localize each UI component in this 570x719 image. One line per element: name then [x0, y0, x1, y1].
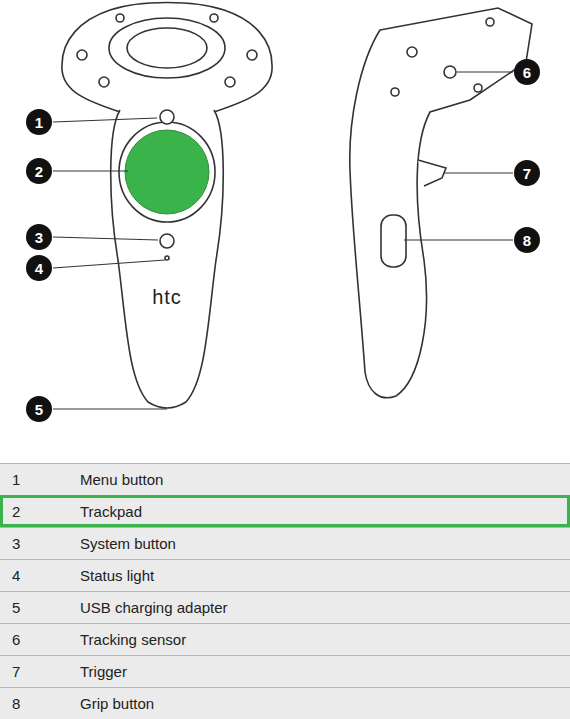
callout-number: 7: [514, 160, 540, 186]
table-row: 3 System button: [0, 527, 570, 559]
leader-line: [53, 260, 165, 268]
table-cell: Grip button: [80, 688, 154, 719]
leader-line: [53, 408, 167, 409]
ring-inner: [109, 18, 225, 78]
table-row: 6 Tracking sensor: [0, 623, 570, 655]
table-row: 2 Trackpad: [0, 495, 570, 527]
callout-number: 5: [26, 396, 52, 422]
callout-number: 8: [514, 227, 540, 253]
side-body: [350, 8, 532, 398]
tracking-sensor: [486, 18, 494, 26]
brand-logo: htc: [152, 286, 182, 309]
trigger: [418, 160, 446, 186]
ring-core: [127, 28, 207, 68]
leader-line: [404, 239, 513, 240]
tracking-sensor: [391, 88, 399, 96]
tracking-sensor: [407, 47, 417, 57]
menu-button: [160, 110, 174, 124]
table-cell: 1: [12, 464, 20, 495]
leader-line: [53, 170, 128, 171]
leader-lines: [53, 72, 513, 409]
table-cell: Tracking sensor: [80, 624, 186, 655]
controller-ring: [62, 3, 272, 113]
grip-button: [381, 215, 406, 267]
sensor-dot: [116, 14, 124, 22]
leader-line: [53, 237, 158, 240]
system-button: [160, 234, 174, 248]
table-row: 1 Menu button: [0, 463, 570, 495]
sensor-dot: [247, 50, 257, 60]
tracking-sensor: [474, 84, 482, 92]
table-row: 4 Status light: [0, 559, 570, 591]
table-cell: 6: [12, 624, 20, 655]
leader-line: [53, 118, 157, 122]
callout-number: 3: [26, 224, 52, 250]
table-row: 5 USB charging adapter: [0, 591, 570, 623]
table-cell: Status light: [80, 560, 154, 591]
tracking-sensor: [444, 66, 456, 78]
table-cell: Menu button: [80, 464, 163, 495]
table-cell: 2: [12, 498, 20, 524]
table-cell: Trigger: [80, 656, 127, 687]
callout-text: 6: [523, 65, 531, 80]
callout-text: 4: [35, 261, 43, 276]
sensor-dot: [99, 77, 109, 87]
status-light: [165, 256, 169, 260]
leader-line: [444, 172, 513, 173]
trackpad-bezel: [119, 122, 215, 222]
table-cell: USB charging adapter: [80, 592, 228, 623]
sensor-dot: [77, 50, 87, 60]
callout-text: 1: [35, 115, 43, 130]
side-view: [350, 8, 532, 398]
controller-handle: [111, 110, 224, 408]
leader-line: [457, 71, 513, 72]
trackpad: [125, 130, 209, 214]
callout-text: 3: [35, 230, 43, 245]
table-cell: 5: [12, 592, 20, 623]
sensor-dot: [210, 14, 218, 22]
table-cell: 4: [12, 560, 20, 591]
table-cell: 3: [12, 528, 20, 559]
callout-number: 1: [26, 109, 52, 135]
table-cell: 7: [12, 656, 20, 687]
callout-text: 7: [523, 166, 531, 181]
callout-number: 2: [26, 158, 52, 184]
sensor-dot: [225, 77, 235, 87]
callout-text: 5: [35, 402, 43, 417]
front-view: [62, 3, 272, 409]
table-row: 8 Grip button: [0, 687, 570, 719]
table-row: 7 Trigger: [0, 655, 570, 687]
table-cell: Trackpad: [80, 498, 142, 524]
callout-number: 4: [26, 255, 52, 281]
callout-text: 2: [35, 164, 43, 179]
callout-number: 6: [514, 59, 540, 85]
callout-text: 8: [523, 233, 531, 248]
table-cell: 8: [12, 688, 20, 719]
table-cell: System button: [80, 528, 176, 559]
